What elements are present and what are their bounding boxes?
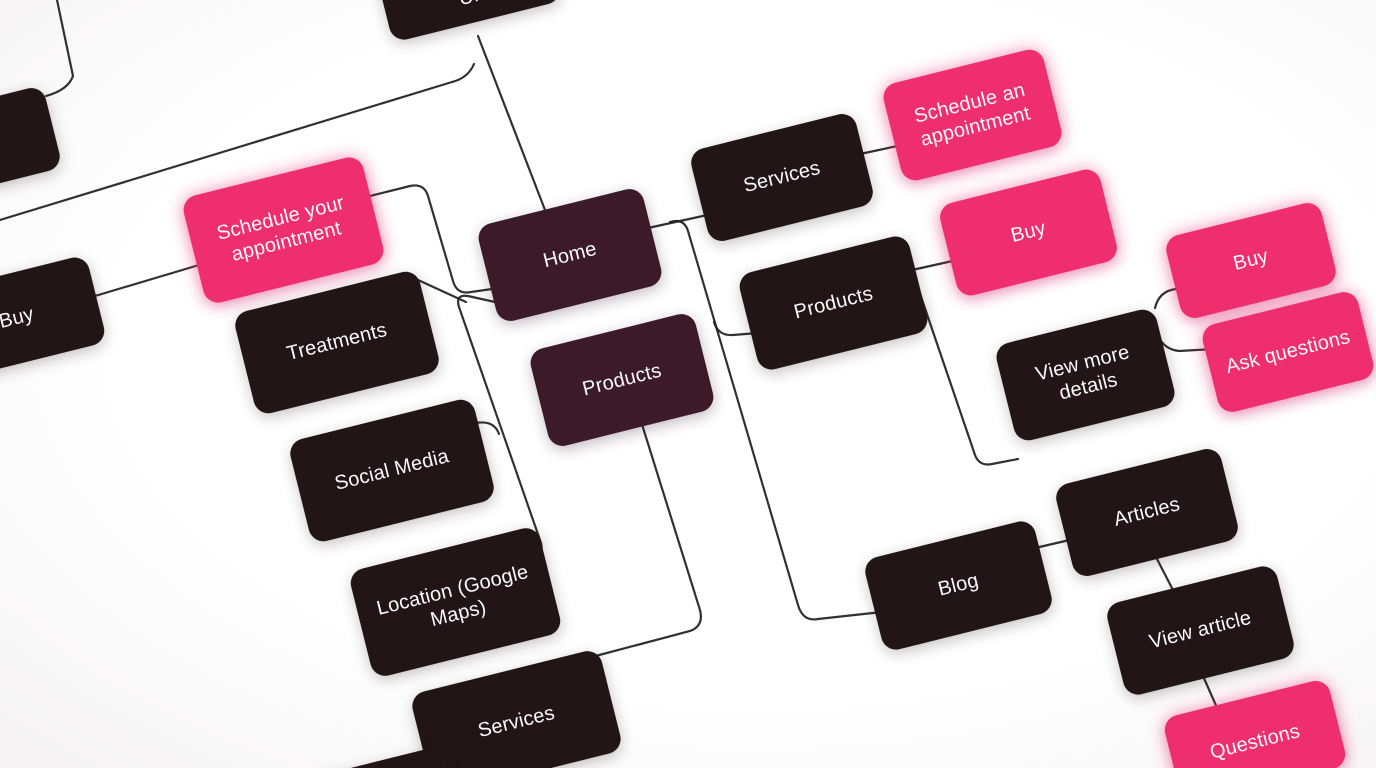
node-label: Ask questions [1223, 325, 1353, 378]
connector-products-right-to-buy-1 [910, 258, 959, 272]
connector-root-partial-to-offscreen-left [0, 62, 476, 222]
connector-home-to-blog [668, 219, 884, 621]
node-label: Un [456, 0, 487, 11]
connector-corner-top-left-to-offscreen-top [44, 0, 75, 98]
node-label: Social Media [332, 444, 452, 495]
node-label: Home [541, 237, 599, 273]
node-label: View more details [1032, 340, 1132, 405]
node-label: Buy [1231, 244, 1271, 275]
connector-products-center-to-services-bottom [586, 416, 702, 660]
node-label: Buy [0, 302, 36, 333]
connector-root-partial-to-home [476, 34, 547, 212]
node-label: Location (Google Maps) [373, 560, 531, 632]
connector-home-right-trunk-to-products-right [712, 320, 760, 337]
connector-products-right-to-view-more-details [914, 280, 1020, 466]
node-label: Services [475, 701, 557, 742]
node-label: Treatments [284, 318, 390, 365]
node-label: Blog [935, 569, 981, 601]
node-label: Products [580, 359, 664, 401]
node-label: Articles [1111, 493, 1183, 531]
node-label: Schedule an appointment [911, 78, 1033, 151]
node-label: Schedule your appointment [214, 191, 346, 266]
node-label: Buy [1008, 216, 1048, 247]
node-label: View article [1146, 606, 1254, 654]
node-label: Services [741, 156, 823, 197]
connector-schedule-your-appointment-to-home [368, 184, 494, 294]
node-label: Questions [1207, 720, 1303, 764]
node-label: Products [791, 282, 875, 324]
connector-articles-to-view-article [1154, 555, 1176, 594]
connector-schedule-your-appointment-to-buy-left [93, 263, 201, 298]
